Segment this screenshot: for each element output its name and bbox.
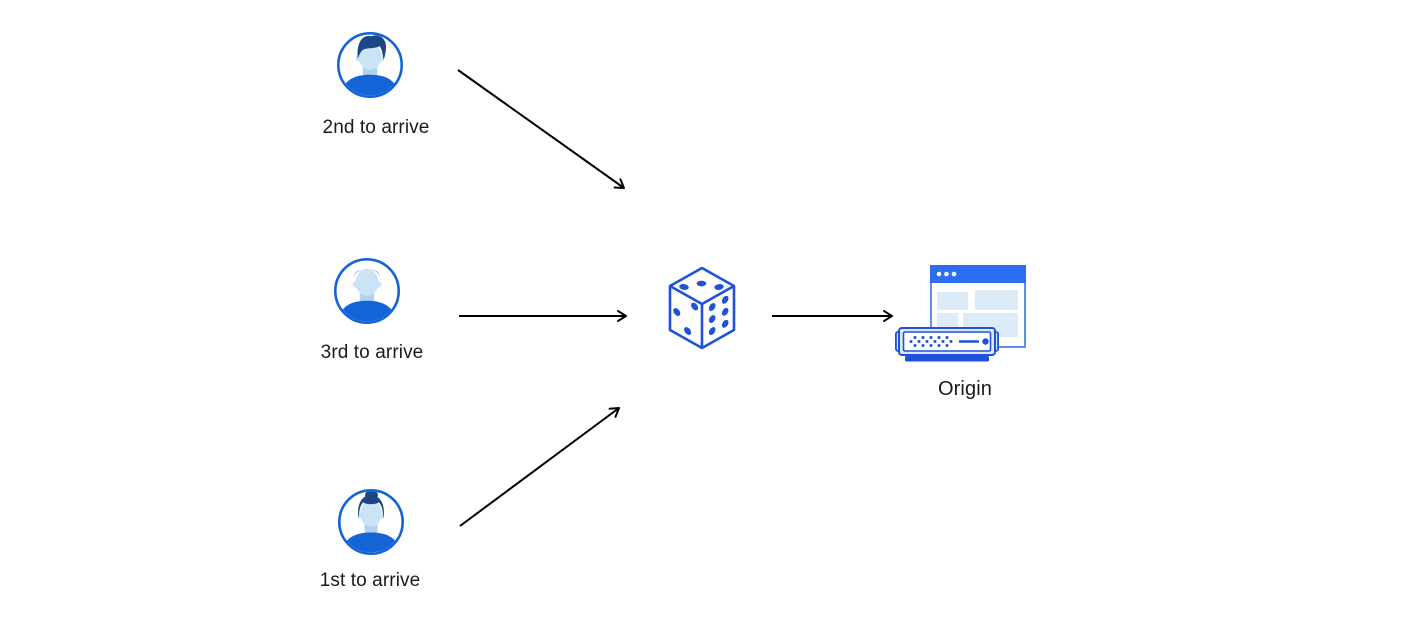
user-avatar-man-short-hair-icon — [333, 257, 401, 325]
user-avatar-woman-bun-icon — [337, 488, 405, 556]
node-user-second — [336, 31, 404, 99]
node-label-origin: Origin — [938, 378, 992, 400]
server-icon — [895, 327, 999, 362]
node-label-user-third: 3rd to arrive — [320, 342, 424, 363]
dice-icon — [668, 266, 736, 350]
node-user-first — [337, 488, 405, 556]
node-user-third — [333, 257, 401, 325]
arrow-user-second-to-dice — [457, 69, 625, 189]
server-dot-pattern — [909, 336, 953, 347]
node-origin — [895, 263, 1030, 365]
node-dice — [666, 265, 738, 351]
origin-server-browser-icon — [895, 265, 1026, 362]
node-label-user-second: 2nd to arrive — [322, 117, 430, 138]
node-label-user-first: 1st to arrive — [319, 570, 421, 591]
user-avatar-man-quiff-icon — [336, 31, 404, 99]
arrow-user-first-to-dice — [459, 407, 620, 527]
